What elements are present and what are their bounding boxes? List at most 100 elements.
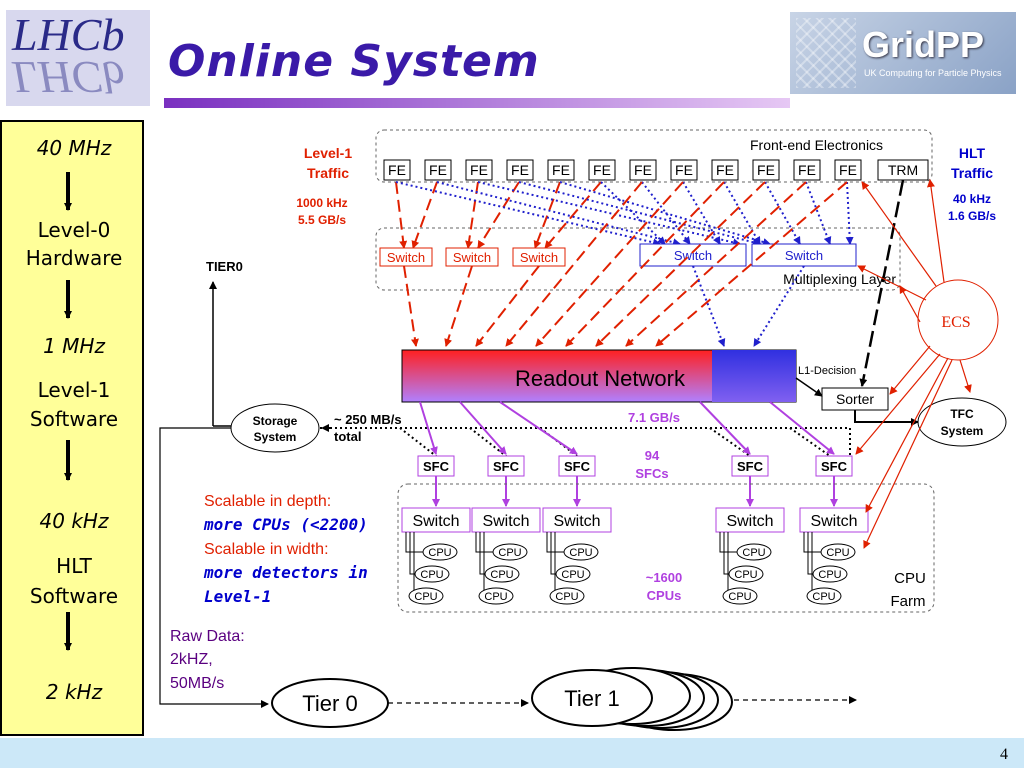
- fe-box: [752, 159, 780, 181]
- level1-traffic-label-1: Level-1: [304, 145, 352, 161]
- level1-label-1: Level-1: [37, 378, 111, 402]
- farm-switch: [471, 507, 541, 533]
- tfc-system-node: [917, 397, 1007, 447]
- tier0-label: TIER0: [206, 259, 243, 274]
- cpu-label: CPU: [812, 591, 835, 603]
- farm-switch: [799, 507, 869, 533]
- cpu-node: [484, 565, 520, 583]
- cpu-label: CPU: [569, 547, 592, 559]
- svg-text:Switch: Switch: [520, 250, 558, 265]
- ecs-label: ECS: [941, 314, 970, 331]
- svg-text:Switch: Switch: [785, 248, 823, 263]
- sfc-label: SFC: [821, 459, 848, 474]
- fe-box: [834, 159, 862, 181]
- level1-direct-links: [403, 181, 848, 347]
- cpu-label: CPU: [826, 547, 849, 559]
- cpu-node: [820, 543, 856, 561]
- cpu-label: CPU: [734, 569, 757, 581]
- cpu-node: [422, 543, 458, 561]
- cpu-node: [555, 565, 591, 583]
- ecs-node: [917, 279, 999, 361]
- cpu-label: CPU: [555, 591, 578, 603]
- rate-2khz: 2 kHz: [45, 680, 103, 704]
- hlt-readout-links: [692, 265, 805, 347]
- l1-decision-arrow: [795, 377, 823, 397]
- rate-1mhz: 1 MHz: [43, 334, 105, 358]
- hlt-fe-links: [395, 181, 854, 247]
- fe-label: FE: [716, 162, 734, 178]
- title-underline: [164, 98, 790, 108]
- multiplexing-box: [375, 227, 901, 291]
- readout-network-label: Readout Network: [515, 366, 686, 391]
- sfc-label: SFC: [564, 459, 591, 474]
- cpu-link: [405, 532, 424, 553]
- cpu-node: [736, 543, 772, 561]
- page-number: 4: [1000, 746, 1008, 763]
- hlt-traffic-label-1: HLT: [959, 145, 986, 161]
- farm-switch: [401, 507, 471, 533]
- storage-label-1: Storage: [253, 414, 298, 428]
- level1-traffic-label-2: Traffic: [307, 165, 349, 181]
- fe-label: FE: [675, 162, 693, 178]
- level1-switches: Switch Switch Switch: [379, 247, 566, 267]
- tier1-stack: [531, 667, 733, 731]
- cpu-node: [806, 587, 842, 605]
- farm-switch: [715, 507, 785, 533]
- sfc-count-1: 94: [645, 448, 660, 463]
- cpu-label: CPU: [561, 569, 584, 581]
- trm-label: TRM: [888, 162, 918, 178]
- cpu-label: CPU: [490, 569, 513, 581]
- storage-system-node: [230, 403, 320, 453]
- cpu-node: [414, 565, 450, 583]
- cpu-node: [812, 565, 848, 583]
- ecs-links: [855, 179, 972, 549]
- storage-label-2: System: [254, 430, 297, 444]
- readout-network-hlt-part: [712, 350, 796, 402]
- farm-switch-label: Switch: [482, 513, 529, 530]
- cpu-label: CPU: [414, 591, 437, 603]
- cpu-node: [408, 587, 444, 605]
- tfc-label-1: TFC: [950, 407, 974, 421]
- page-title: Online System: [168, 36, 540, 87]
- multiplexing-label: Multiplexing Layer: [783, 271, 896, 287]
- front-end-box: [375, 129, 933, 183]
- storage-rate-1: ~ 250 MB/s: [334, 412, 402, 427]
- fe-box: [793, 159, 821, 181]
- hlt-label-2: Software: [29, 584, 119, 608]
- fe-label: FE: [470, 162, 488, 178]
- fe-label: FE: [757, 162, 775, 178]
- hlt-label-1: HLT: [56, 554, 92, 578]
- cpu-farm-label-1: CPU: [894, 570, 926, 587]
- lhcb-logo: LHCb LHCb: [6, 10, 150, 106]
- front-end-label: Front-end Electronics: [750, 137, 883, 153]
- fe-box: [711, 159, 739, 181]
- cpu-node: [478, 587, 514, 605]
- hlt-switches: Switch Switch: [639, 243, 857, 267]
- sfc-label: SFC: [423, 459, 450, 474]
- fe-box: [383, 159, 411, 181]
- cpu-label: CPU: [484, 591, 507, 603]
- fe-box: [588, 159, 616, 181]
- sfc-count-2: SFCs: [635, 466, 668, 481]
- fe-label: FE: [388, 162, 406, 178]
- more-cpus-label: more CPUs (<2200): [203, 515, 368, 534]
- level1-rate-1: 1000 kHz: [296, 196, 347, 210]
- cpu-link: [409, 532, 416, 575]
- cpu-link: [410, 532, 415, 597]
- sorter-label: Sorter: [836, 391, 874, 407]
- fe-label: FE: [429, 162, 447, 178]
- cpu-label: CPU: [420, 569, 443, 581]
- l1-decision-label: L1-Decision: [798, 365, 856, 377]
- cpu-farm: SwitchCPUCPUCPUSwitchCPUCPUCPUSwitchCPUC…: [401, 507, 869, 605]
- cpu-farm-label-2: Farm: [891, 593, 926, 610]
- cpu-label: CPU: [728, 591, 751, 603]
- svg-text:Switch: Switch: [387, 250, 425, 265]
- tier1-node-label: Tier 1: [564, 686, 619, 711]
- level0-label-1: Level-0: [37, 218, 111, 242]
- level1-fe-links: [395, 181, 602, 249]
- cpu-node: [722, 587, 758, 605]
- sfc-label: SFC: [493, 459, 520, 474]
- storage-tier0-link: [159, 427, 269, 708]
